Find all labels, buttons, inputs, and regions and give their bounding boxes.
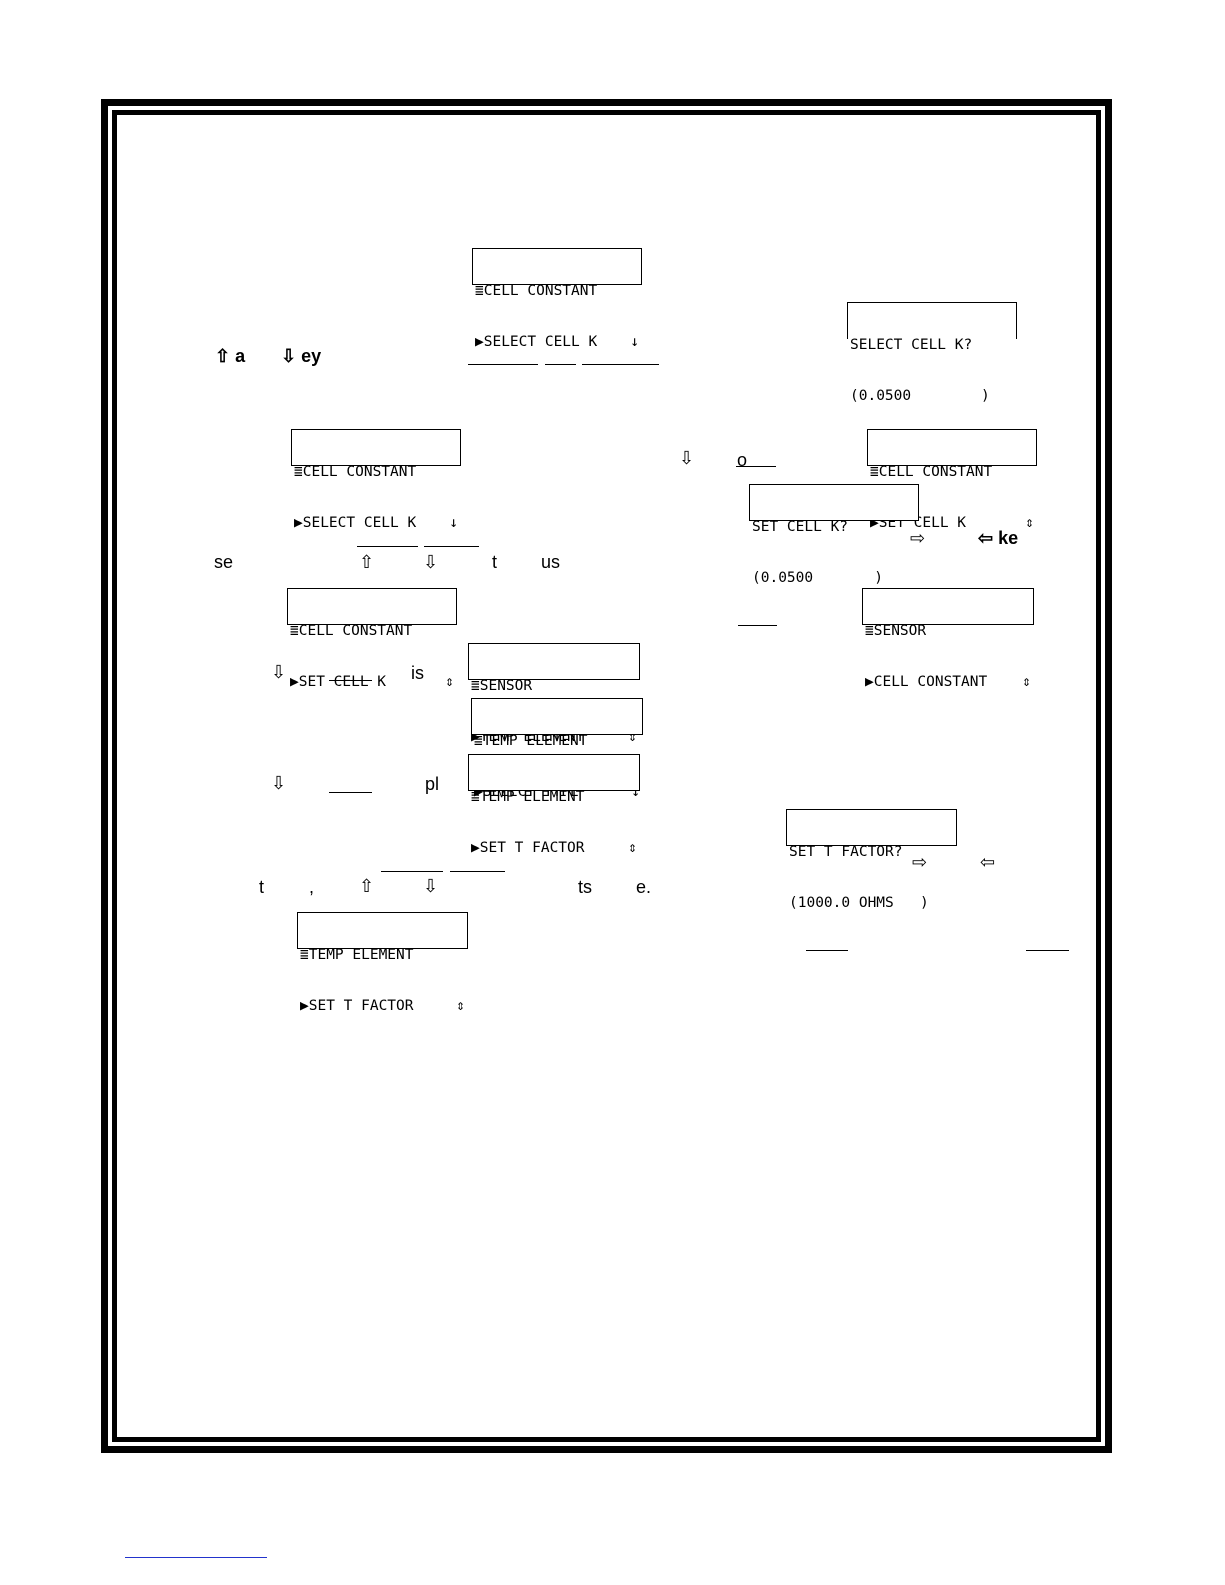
- text-fragment: t: [492, 552, 498, 572]
- lcd-display: ≣SENSOR ▶CELL CONSTANT ⇕: [862, 588, 1034, 690]
- text-fragment: se: [214, 552, 234, 572]
- text-fragment: t: [259, 877, 265, 897]
- underline: [806, 950, 848, 951]
- scroll-down-icon: ↓: [631, 784, 640, 800]
- footer-link-underline[interactable]: [125, 1557, 267, 1558]
- lcd-display: ≣CELL CONSTANT ▶SELECT CELL K ↓: [291, 429, 461, 531]
- lcd-line-1: ≣CELL CONSTANT: [870, 464, 993, 480]
- lcd-display: ≣TEMP ELEMENT ▶SELECT TYPE↓: [471, 698, 643, 800]
- lcd-line-2: ▶SET T FACTOR: [471, 840, 585, 856]
- lcd-display: SELECT CELL K? (0.0500 ): [847, 302, 1017, 404]
- scroll-down-icon: ↓: [449, 515, 458, 531]
- scroll-down-icon: ↓: [630, 334, 639, 350]
- lcd-line-2: (1000.0 OHMS ): [789, 895, 929, 911]
- lcd-line-1: ≣SENSOR: [865, 623, 927, 639]
- lcd-line-1: ≣SENSOR: [471, 678, 533, 694]
- text-fragment: ,: [309, 877, 315, 897]
- scroll-up-down-icon: ⇕: [1022, 674, 1031, 690]
- up-arrow-icon: ⇧: [359, 552, 375, 572]
- page-border-outer: [101, 99, 1112, 1453]
- lcd-line-1: ≣TEMP ELEMENT: [471, 789, 585, 805]
- lcd-line-1: SELECT CELL K?: [850, 337, 973, 353]
- lcd-display: ≣TEMP ELEMENT ▶SET T FACTOR ⇕: [297, 912, 468, 1014]
- lcd-line-1: ≣TEMP ELEMENT: [474, 733, 588, 749]
- underline: [582, 364, 659, 365]
- scroll-up-down-icon: ⇕: [456, 998, 465, 1014]
- lcd-line-2: ▶SET T FACTOR: [300, 998, 414, 1014]
- lcd-line-1: ≣CELL CONSTANT: [290, 623, 413, 639]
- underline: [424, 546, 479, 547]
- down-arrow-icon: ⇩: [679, 448, 695, 468]
- text-fragment: us: [541, 552, 561, 572]
- lcd-line-2: ▶CELL CONSTANT: [865, 674, 988, 690]
- lcd-line-1: SET CELL K?: [752, 519, 849, 535]
- underline: [1026, 950, 1069, 951]
- underline: [736, 466, 776, 467]
- underline: [329, 680, 372, 681]
- underline: [468, 364, 538, 365]
- lcd-display: ≣CELL CONSTANT ▶SET CELL K⇕: [867, 429, 1037, 531]
- underline: [357, 546, 418, 547]
- lcd-line-1: ≣CELL CONSTANT: [294, 464, 417, 480]
- lcd-line-2: (0.0500 ): [752, 570, 883, 586]
- left-key-text: ⇦ ke: [978, 528, 1019, 548]
- underline: [450, 871, 505, 872]
- lcd-line-2: (0.0500 ): [850, 388, 990, 404]
- underline: [738, 625, 777, 626]
- underline: [545, 364, 576, 365]
- underline: [381, 871, 443, 872]
- lcd-display: ≣CELL CONSTANT ▶SELECT CELL K ↓: [472, 248, 642, 350]
- left-arrow-icon: ⇦: [980, 852, 996, 872]
- lcd-line-1: ≣CELL CONSTANT: [475, 283, 598, 299]
- lcd-display: ≣TEMP ELEMENT ▶SET T FACTOR ⇕: [468, 754, 640, 856]
- up-key-text: ⇧ a: [215, 346, 246, 366]
- right-arrow-icon: ⇨: [912, 852, 928, 872]
- text-fragment: is: [411, 663, 424, 683]
- scroll-up-down-icon: ⇕: [1025, 515, 1034, 531]
- lcd-line-1: ≣TEMP ELEMENT: [300, 947, 414, 963]
- page-border-inner: [112, 110, 1101, 1442]
- lcd-line-2: ▶SET CELL K: [290, 674, 387, 690]
- down-arrow-icon: ⇩: [271, 773, 287, 793]
- lcd-line-1: SET T FACTOR?: [789, 844, 903, 860]
- scroll-up-down-icon: ⇕: [628, 729, 637, 745]
- scroll-up-down-icon: ⇕: [628, 840, 637, 856]
- text-fragment: ts: [578, 877, 593, 897]
- right-arrow-icon: ⇨: [910, 528, 926, 548]
- down-key-text: ⇩ ey: [281, 346, 322, 366]
- lcd-display: ≣CELL CONSTANT ▶SET CELL K ⇕: [287, 588, 457, 690]
- lcd-display: SET T FACTOR? (1000.0 OHMS ): [786, 809, 957, 911]
- down-arrow-icon: ⇩: [423, 876, 439, 896]
- lcd-line-2: ▶SELECT CELL K: [294, 515, 417, 531]
- lcd-line-2: ▶SELECT CELL K: [475, 334, 598, 350]
- lcd-display: ≣SENSOR ▶TEMP ELEMENT⇕: [468, 643, 640, 745]
- down-arrow-icon: ⇩: [271, 662, 287, 682]
- down-arrow-icon: ⇩: [423, 552, 439, 572]
- lcd-display: SET CELL K? (0.0500 ): [749, 484, 919, 586]
- scroll-up-down-icon: ⇕: [445, 674, 454, 690]
- text-fragment: pl: [425, 774, 440, 794]
- text-fragment: e.: [636, 877, 652, 897]
- text-fragment: o: [737, 450, 748, 470]
- up-arrow-icon: ⇧: [359, 876, 375, 896]
- underline: [329, 792, 372, 793]
